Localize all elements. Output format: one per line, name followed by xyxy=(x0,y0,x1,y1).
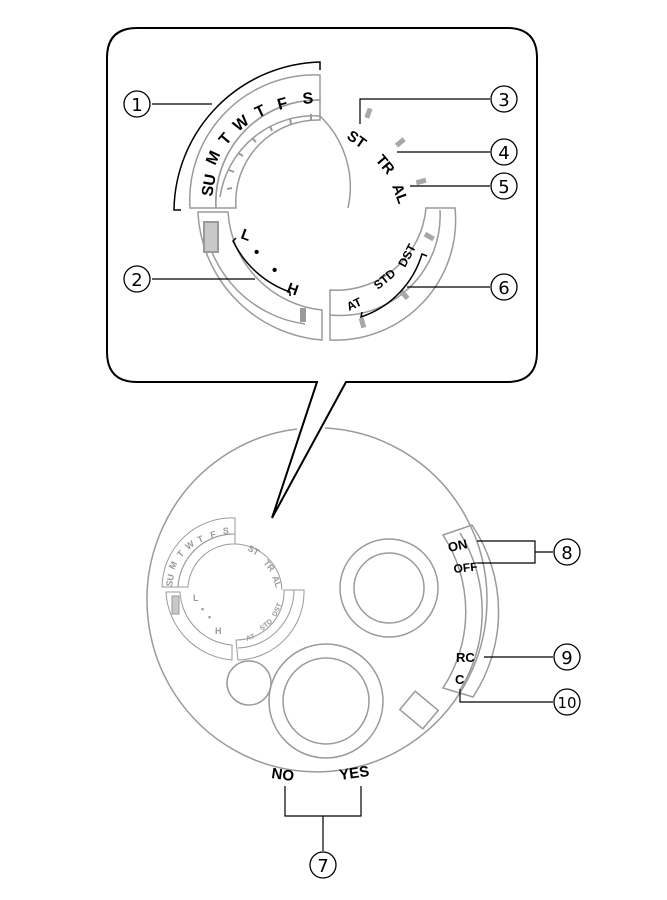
c-label: C xyxy=(455,672,465,687)
svg-text:DST: DST xyxy=(271,602,284,618)
dial-leaders xyxy=(284,540,553,851)
svg-text:3: 3 xyxy=(498,90,509,111)
off-label: OFF xyxy=(453,560,478,576)
mini-dial-labels: SU M T W T F S ST TR AL L • • H AT STD D… xyxy=(164,526,284,643)
marker-7: 7 xyxy=(309,851,337,879)
svg-text:AT: AT xyxy=(245,633,256,643)
svg-text:ST: ST xyxy=(246,543,261,558)
marker-2: 2 xyxy=(123,265,151,293)
svg-text:M: M xyxy=(203,148,224,167)
svg-text:5: 5 xyxy=(498,177,509,198)
marker-3: 3 xyxy=(490,85,518,113)
yes-label: YES xyxy=(338,763,370,784)
callout-weekday-bracket xyxy=(173,61,321,211)
svg-text:AL: AL xyxy=(270,574,284,589)
svg-text:AL: AL xyxy=(388,182,411,207)
callout-weekday-labels: SU M T W T F S xyxy=(199,90,314,198)
svg-text:4: 4 xyxy=(498,143,509,164)
svg-text:•: • xyxy=(208,612,211,622)
svg-text:•: • xyxy=(201,604,204,614)
marker-4: 4 xyxy=(490,138,518,166)
watch-dial xyxy=(146,427,500,773)
marker-6: 6 xyxy=(490,273,518,301)
svg-text:STD: STD xyxy=(259,618,274,632)
svg-text:S: S xyxy=(302,90,314,108)
svg-text:T: T xyxy=(196,533,205,545)
mini-dial xyxy=(161,517,305,661)
svg-text:TR: TR xyxy=(261,558,277,574)
on-label: ON xyxy=(447,536,469,555)
callout-dst-bracket xyxy=(360,252,428,319)
marker-9: 9 xyxy=(553,643,581,671)
svg-text:SU: SU xyxy=(164,573,176,587)
svg-text:6: 6 xyxy=(498,278,509,299)
callout-power-bracket xyxy=(232,237,291,296)
marker-8: 8 xyxy=(553,538,581,566)
svg-text:M: M xyxy=(167,560,179,571)
svg-text:2: 2 xyxy=(131,270,142,291)
marker-5: 5 xyxy=(490,172,518,200)
svg-text:8: 8 xyxy=(561,543,572,564)
svg-text:L: L xyxy=(193,593,199,603)
svg-text:F: F xyxy=(276,95,290,114)
svg-text:•: • xyxy=(254,244,259,261)
svg-text:T: T xyxy=(175,548,186,559)
svg-text:10: 10 xyxy=(557,694,576,712)
no-label: NO xyxy=(270,765,295,785)
svg-text:1: 1 xyxy=(131,95,142,116)
rc-label: RC xyxy=(456,650,475,665)
callout-weekday-ticks xyxy=(226,114,312,190)
svg-text:•: • xyxy=(272,262,277,279)
svg-text:9: 9 xyxy=(561,648,572,669)
svg-text:S: S xyxy=(223,526,230,536)
callout-indicators xyxy=(203,107,435,329)
svg-text:7: 7 xyxy=(317,856,328,877)
marker-1: 1 xyxy=(123,90,151,118)
svg-text:SU: SU xyxy=(199,173,220,198)
svg-text:AT: AT xyxy=(344,294,364,313)
svg-text:H: H xyxy=(215,626,222,636)
marker-10: 10 xyxy=(553,688,581,716)
callout-box xyxy=(106,27,538,519)
callout-leaders xyxy=(152,98,490,288)
svg-text:F: F xyxy=(209,529,217,540)
